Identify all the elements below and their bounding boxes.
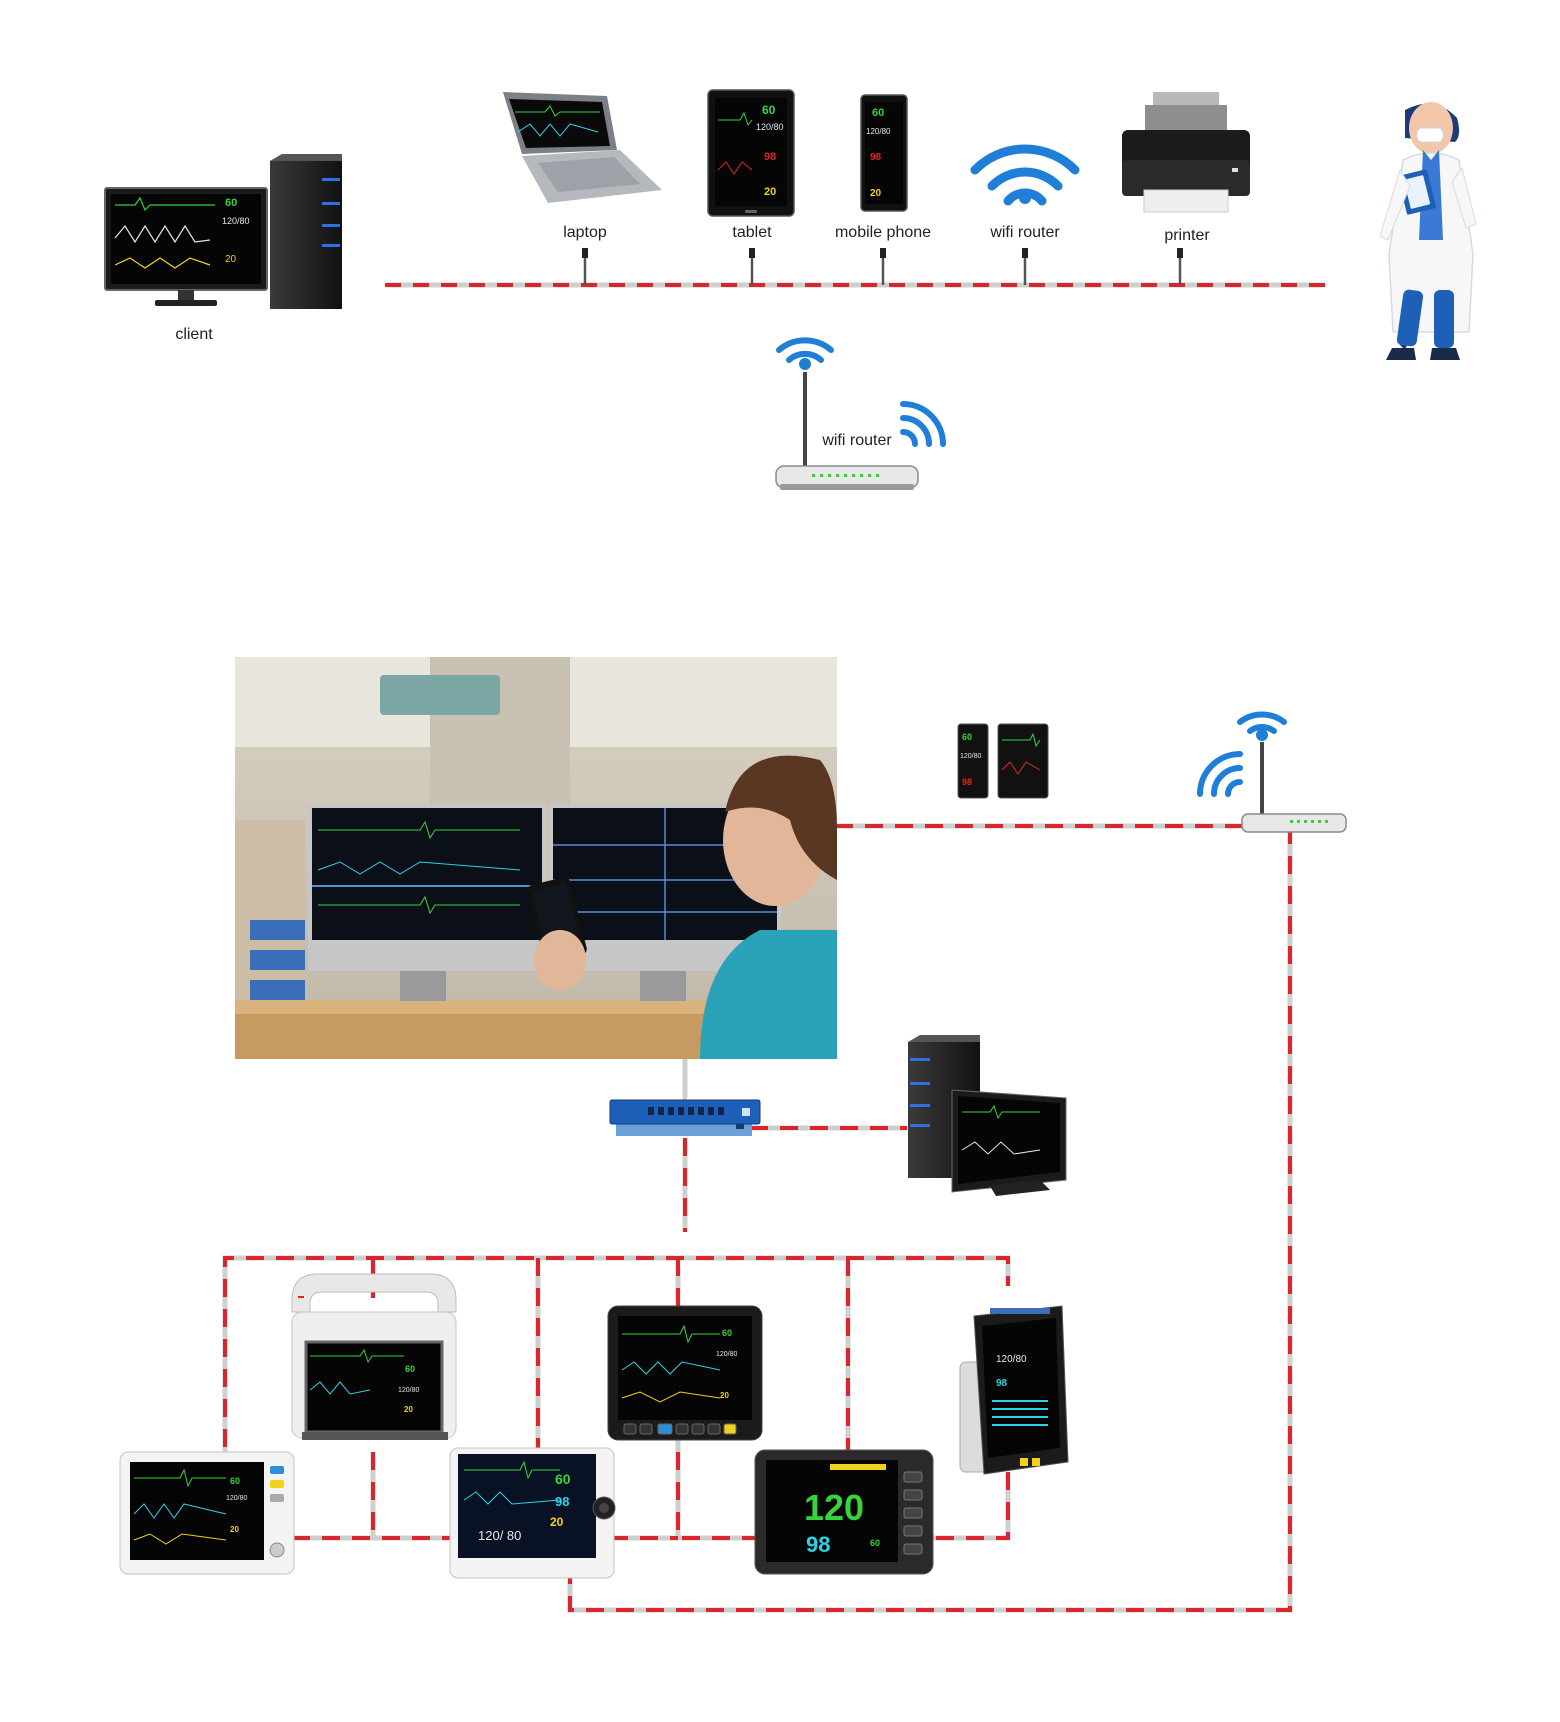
white-monitor-bp-value: 120/80 [226, 1495, 248, 1502]
tablet-monitor-icon: 60 120/80 20 [607, 1305, 763, 1441]
doctor-illustration [1379, 102, 1477, 360]
large-monitor-spo2-value: 98 [806, 1532, 830, 1557]
tablet-spo2-value: 98 [764, 151, 776, 163]
bedside-monitor-white-icon: 60 120/80 20 [119, 1451, 295, 1575]
tablet-hr-value: 60 [762, 103, 776, 117]
portrait-monitor-spo2-value: 98 [996, 1378, 1008, 1389]
client-workstation-icon: 60 120/80 20 [104, 154, 342, 309]
tablet-monitor-hr-value: 60 [722, 1328, 732, 1338]
laptop-icon [503, 92, 662, 203]
client-label: client [175, 326, 213, 343]
central-server-icon [908, 1035, 1067, 1196]
portrait-monitor-bp-value: 120/80 [996, 1354, 1027, 1365]
tablet-rr-value: 20 [764, 186, 776, 198]
handle-monitor-rr-value: 20 [404, 1405, 413, 1414]
phone-rr-value: 20 [870, 188, 882, 199]
tablet-bp-value: 120/80 [756, 122, 784, 132]
handle-monitor-bp-value: 120/80 [398, 1387, 420, 1394]
portable-monitor-handle-icon: 60 120/80 20 [291, 1273, 457, 1440]
knob-monitor-spo2-value: 98 [555, 1494, 569, 1509]
large-monitor-small-hr-value: 60 [870, 1538, 880, 1548]
knob-monitor-hr-value: 60 [555, 1471, 571, 1487]
printer-label: printer [1164, 227, 1210, 244]
tablet-label: tablet [732, 224, 772, 241]
client-bp-value: 120/80 [222, 216, 250, 226]
mobile-phone-icon: 60 120/80 98 20 [860, 94, 908, 212]
top-network-bus [385, 248, 1325, 288]
tablet-monitor-rr-value: 20 [720, 1391, 729, 1400]
tablet-icon: 60 120/80 98 20 [707, 89, 795, 217]
knob-monitor-rr-value: 20 [550, 1515, 564, 1529]
bedside-monitor-knob-icon: 60 98 20 120/ 80 [449, 1447, 616, 1579]
portrait-monitor-icon: 120/80 98 [959, 1305, 1069, 1475]
phone-spo2-value: 98 [870, 152, 882, 163]
network-switch-icon [609, 1099, 761, 1125]
bottom-phone-spo2-value: 98 [962, 777, 972, 787]
wifi-top-label: wifi router [990, 224, 1060, 241]
bottom-phone-hr-value: 60 [962, 732, 972, 742]
large-display-monitor-icon: 120 98 60 [754, 1449, 934, 1575]
handle-monitor-hr-value: 60 [405, 1364, 415, 1374]
phone-hr-value: 60 [872, 107, 884, 119]
bottom-network-lines [222, 823, 1293, 1613]
white-monitor-rr-value: 20 [230, 1525, 239, 1534]
phone-bp-value: 120/80 [866, 127, 891, 136]
tablet-monitor-bp-value: 120/80 [716, 1351, 738, 1358]
knob-monitor-bp-value: 120/ 80 [478, 1528, 521, 1543]
mobile-devices-icon: 60 120/80 98 [957, 723, 1049, 799]
wifi-router-bottom-icon [1197, 711, 1347, 833]
large-monitor-hr-value: 120 [804, 1487, 864, 1528]
mobile-phone-label: mobile phone [834, 224, 932, 241]
wifi-router-icon [775, 337, 946, 490]
wifi-signal-icon [970, 144, 1080, 206]
client-rr-value: 20 [225, 254, 237, 265]
nurse-station-photo [235, 657, 837, 1059]
white-monitor-hr-value: 60 [230, 1476, 240, 1486]
bottom-phone-bp-value: 120/80 [960, 753, 982, 760]
printer-icon [1122, 92, 1250, 213]
wifi-router-label: wifi router [822, 432, 892, 449]
laptop-label: laptop [563, 224, 607, 241]
client-hr-value: 60 [225, 197, 237, 209]
